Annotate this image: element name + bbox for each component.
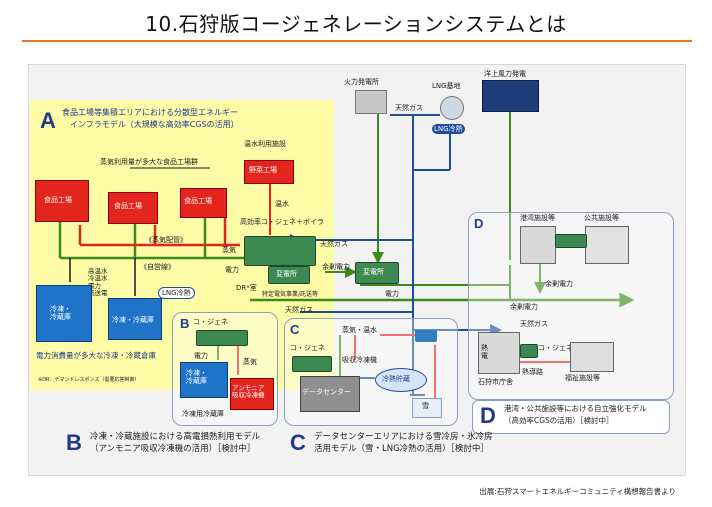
- food-factory-2-label: 食品工場: [114, 202, 142, 210]
- dr-room-label: DR*室: [236, 284, 257, 292]
- zone-b-letter: B: [180, 316, 190, 331]
- zone-d-surplus-label: 余剰電力: [545, 280, 573, 288]
- main-substation-label: 変電所: [363, 268, 384, 276]
- zone-b-power-label: 電力: [194, 352, 208, 360]
- special-grid-label: 特定電気事業/託送等: [262, 291, 319, 298]
- zone-c-ice-storage: [375, 368, 427, 392]
- private-line-label: 《自営線》: [140, 263, 175, 271]
- main-power-label: 電力: [385, 290, 399, 298]
- dr-footnote: ※DR：デマンドレスポンス（需要応答制御）: [38, 377, 140, 383]
- cold-storage-1-label: 冷凍・ 冷蔵庫: [50, 305, 71, 322]
- zone-d-letter: D: [474, 216, 484, 231]
- substation-a-label: 変電所: [276, 270, 297, 278]
- cgs-equipment: [244, 236, 316, 266]
- zone-a-title-line1: 食品工場等集積エリアにおける分散型エネルギー: [62, 108, 238, 117]
- zone-b-ammonia-chiller: [230, 378, 274, 410]
- zone-d-welfare-building: [570, 342, 614, 372]
- zone-c-absorb-label: 吸収冷凍機: [342, 356, 377, 364]
- zone-b-cold-storage-label: 冷凍・ 冷蔵庫: [186, 369, 207, 386]
- zone-b-cogen-equipment: [196, 330, 248, 346]
- legend-d-line1: 港湾・公共施設等における自立強化モデル: [504, 404, 647, 413]
- zone-d-public-building: [585, 226, 629, 264]
- zone-c-cogen-label: コ・ジェネ: [290, 344, 325, 352]
- surplus-power-label: 余剰電力: [322, 263, 350, 271]
- zone-d-natural-gas-label: 天然ガス: [520, 320, 548, 328]
- zone-c-datacenter-block: [300, 376, 360, 412]
- natural-gas-mid-label: 天然ガス: [320, 240, 348, 248]
- zone-a-title-line2: インフラモデル（大規模な高効率CGSの活用）: [70, 120, 239, 129]
- cold-storage-1: [36, 285, 92, 342]
- hot-water-label: 温水: [275, 200, 289, 208]
- lng-cold-label: LNG冷熱: [432, 124, 465, 135]
- food-factory-1: [35, 180, 89, 222]
- zone-b-cogen-label: コ・ジェネ: [193, 318, 228, 326]
- lng-base-label: LNG基地: [432, 82, 461, 90]
- vegetable-factory-label: 野菜工場: [249, 166, 277, 174]
- legend-d-line2: （高効率CGSの活用）［検討中］: [504, 416, 614, 425]
- cgs-steam-label: 蒸気: [222, 246, 236, 254]
- zone-d-port-label: 港湾施設等: [520, 214, 555, 222]
- thermal-plant-icon: [355, 90, 387, 114]
- substation-a: [268, 266, 310, 284]
- thermal-plant-label: 火力発電所: [344, 78, 379, 86]
- cgs-power-label: 電力: [225, 266, 239, 274]
- zone-c-snow-label: 雪: [422, 402, 429, 410]
- zone-d-city-hall-label: 石狩市庁舎: [478, 378, 513, 386]
- natural-gas-b-label: 天然ガス: [285, 306, 313, 314]
- legend-d-letter: D: [480, 403, 496, 428]
- zone-c-datacenter-label: データセンター: [302, 388, 351, 396]
- zone-a-letter: A: [40, 108, 56, 133]
- zone-d-cogen-label: コ・ジェネ: [538, 344, 573, 352]
- zone-d-city-hall-building: [478, 332, 520, 374]
- zone-c-letter: C: [290, 322, 300, 337]
- source-credit: 出展:石狩スマートエネルギーコミュニティ構想報告書より: [479, 487, 676, 496]
- zone-c-snow-block: [412, 398, 442, 418]
- zone-d-surplus2-label: 余剰電力: [510, 303, 538, 311]
- vegetable-factory: [244, 160, 294, 184]
- zone-c-cogen-equipment: [292, 356, 332, 372]
- legend-d-box: [472, 400, 670, 434]
- lng-tank-icon: [440, 96, 464, 120]
- zone-a-flow-label: 高温水 冷温水 電力 流送電: [88, 267, 108, 298]
- legend-c-letter: C: [290, 430, 306, 455]
- natural-gas-top-label: 天然ガス: [395, 104, 423, 112]
- zone-d-welfare-label: 福祉施設等: [565, 374, 600, 382]
- zone-d-public-label: 公共施設等: [584, 214, 619, 222]
- zone-d-port-building: [520, 226, 556, 264]
- zone-c-ice-storage-label: 冷熱貯蔵: [382, 375, 410, 383]
- cold-storage-2-label: 冷凍・冷蔵庫: [112, 316, 154, 324]
- food-factory-2: [108, 192, 158, 224]
- wind-turbine-icon: [482, 80, 539, 112]
- zone-b-facility-label: 冷凍用冷蔵庫: [182, 410, 224, 418]
- legend-b-line1: 冷凍・冷蔵施設における高電損熱利用モデル: [90, 432, 261, 442]
- zone-b-cold-storage: [180, 362, 228, 398]
- page-title: 10.石狩版コージェネレーションシステムとは: [145, 12, 567, 36]
- legend-c-line2: 活用モデル（雪・LNG冷熱の活用）［検討中］: [314, 444, 489, 454]
- food-factory-3: [180, 188, 227, 218]
- zone-d-power-heat-label: 熱 電: [481, 344, 488, 361]
- food-factory-1-label: 食品工場: [44, 196, 72, 204]
- cold-storage-2: [108, 298, 162, 340]
- steam-users-label: 蒸気利用量が多大な食品工場群: [100, 158, 198, 166]
- zone-d-cogen-unit-top: [555, 234, 587, 248]
- cgs-label: 高効率コ・ジェネ＋ボイラ: [240, 218, 324, 226]
- zone-d-cogen-unit: [520, 344, 538, 358]
- title-underline: [22, 40, 692, 42]
- zone-d-pipe-label: 熱導路: [522, 368, 543, 376]
- zone-b-ammonia-label: アンモニア 吸収冷凍機: [232, 384, 265, 400]
- steam-pipe-label: 《蒸気配管》: [145, 236, 187, 244]
- offshore-wind-label: 洋上風力発電: [484, 70, 526, 78]
- main-substation: [355, 262, 399, 284]
- legend-b-letter: B: [66, 430, 82, 455]
- zone-b-steam-label: 蒸気: [243, 358, 257, 366]
- legend-c-line1: データセンターエリアにおける雪冷房・氷冷房: [314, 432, 493, 442]
- delivery-truck-icon: [415, 330, 437, 342]
- food-factory-3-label: 食品工場: [184, 197, 212, 205]
- legend-b-line2: （アンモニア吸収冷凍機の活用）［検討中］: [90, 444, 256, 454]
- hot-water-facility-title: 温水利用施設: [244, 140, 286, 148]
- power-consumers-note: 電力消費量が多大な冷凍・冷蔵倉庫: [36, 351, 156, 360]
- lng-cold-tag: LNG冷熱: [158, 287, 195, 300]
- zone-c-steam-warm-label: 蒸気・温水: [342, 326, 377, 334]
